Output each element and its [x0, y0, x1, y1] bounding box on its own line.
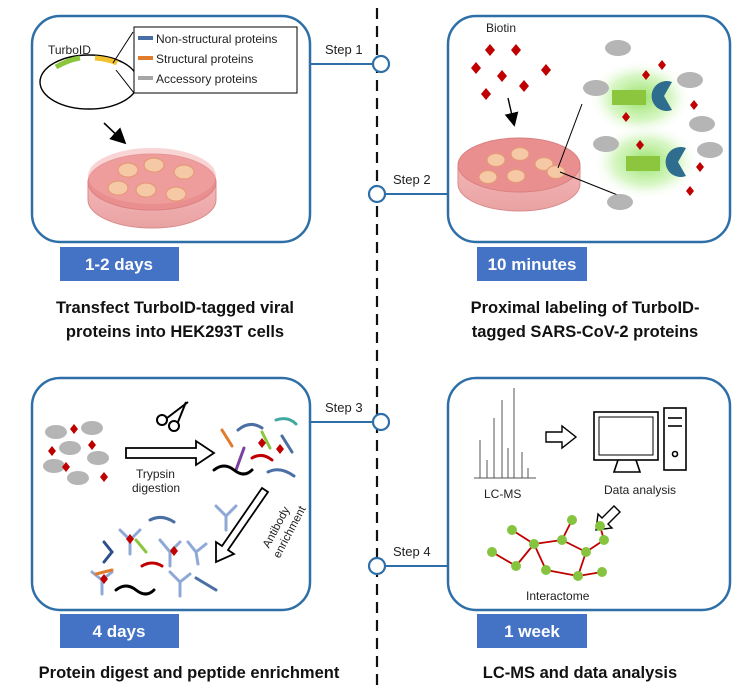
trypsin-label-line-1: Trypsin — [136, 467, 175, 481]
viral-gene-segment — [94, 55, 119, 66]
duration-badge-4 — [477, 614, 587, 648]
step-2-label: Step 2 — [393, 172, 431, 187]
panel-proximal-labeling: Biotin — [446, 14, 732, 281]
duration-badge-1 — [60, 247, 179, 281]
legend-swatch-accessory — [138, 76, 153, 80]
petri-dish-icon — [87, 148, 217, 229]
legend-label-nonstructural: Non-structural proteins — [156, 32, 277, 46]
panel-4-frame — [446, 376, 732, 612]
caption-step-2: Proximal labeling of TurboID- tagged SAR… — [470, 299, 700, 341]
turboid-tag-2 — [626, 156, 660, 171]
interactome-network-icon — [487, 515, 609, 581]
viral-bait-protein-2 — [665, 146, 686, 178]
duration-3: 4 days — [93, 622, 146, 641]
duration-1: 1-2 days — [85, 255, 153, 274]
labeling-arrow — [504, 97, 519, 127]
caption-step-4: LC-MS and data analysis — [482, 664, 678, 682]
duration-badge-2 — [477, 247, 587, 281]
mass-spectrum-icon — [474, 388, 536, 479]
step-3-connector: Step 3 — [310, 400, 391, 432]
duration-2: 10 minutes — [488, 255, 577, 274]
duration-4: 1 week — [504, 622, 560, 641]
transfect-arrow — [103, 122, 127, 145]
protein-mixture — [43, 421, 109, 485]
panel-digestion-enrichment: Trypsin digestion Antibody enrichment — [30, 376, 312, 648]
interactome-label: Interactome — [526, 589, 590, 603]
legend-swatch-nonstructural — [138, 36, 153, 40]
step-2-node — [367, 184, 387, 204]
free-antibodies — [186, 504, 238, 566]
biotinylated-sites — [622, 60, 704, 196]
viral-bait-protein-1 — [651, 81, 672, 112]
duration-badge-3 — [60, 614, 179, 648]
legend-swatch-structural — [138, 56, 153, 60]
legend-label-structural: Structural proteins — [156, 52, 253, 66]
step-2-connector: Step 2 — [367, 172, 448, 204]
step-1-connector: Step 1 — [310, 42, 391, 74]
step-4-connector: Step 4 — [367, 544, 448, 576]
protein-legend — [133, 26, 298, 94]
analysis-arrow — [545, 424, 578, 450]
biotin-label: Biotin — [486, 21, 516, 35]
step-4-label: Step 4 — [393, 544, 431, 559]
enriched-peptide-complexes — [90, 515, 218, 598]
step-1-node — [371, 54, 391, 74]
panel-3-frame — [30, 376, 312, 612]
caption-step-3: Protein digest and peptide enrichment — [38, 664, 340, 682]
cells-2 — [478, 146, 566, 185]
step-4-node — [367, 556, 387, 576]
digestion-arrow — [125, 439, 216, 467]
biotin-molecules — [471, 44, 551, 100]
trypsin-label-line-2: digestion — [132, 481, 180, 495]
turboid-segment — [54, 55, 81, 70]
data-analysis-label: Data analysis — [604, 483, 676, 497]
computer-icon — [593, 407, 687, 473]
petri-dish-icon-2 — [457, 137, 581, 212]
caption-step-1: Transfect TurboID-tagged viral proteins … — [55, 299, 295, 341]
cells — [107, 157, 195, 202]
peptide-fragments — [212, 417, 298, 478]
plasmid-label: TurboID — [48, 43, 91, 57]
step-1-label: Step 1 — [325, 42, 363, 57]
neighbor-proteins — [583, 40, 723, 210]
panel-lcms-analysis: LC-MS Data analysis — [446, 376, 732, 648]
turboid-tag-1 — [612, 90, 646, 105]
step-3-label: Step 3 — [325, 400, 363, 415]
legend-label-accessory: Accessory proteins — [156, 72, 257, 86]
lcms-label: LC-MS — [484, 487, 521, 501]
scissors-icon — [156, 401, 189, 432]
step-3-node — [371, 412, 391, 432]
panel-transfection: TurboID Non-structural proteins Structur… — [30, 14, 312, 281]
enrichment-arrow — [215, 486, 270, 564]
